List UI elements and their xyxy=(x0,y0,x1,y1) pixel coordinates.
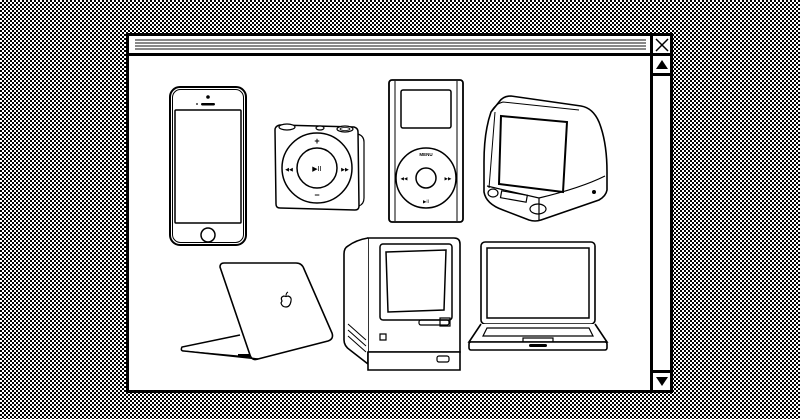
ipod-mini-icon: MENU ◀◀ ▶▶ ▶II xyxy=(387,78,465,224)
menu-label: MENU xyxy=(419,152,432,157)
play-label: ▶II xyxy=(423,199,429,205)
title-bar[interactable] xyxy=(129,36,650,56)
close-x-icon xyxy=(654,37,669,52)
volume-up-label: + xyxy=(314,136,319,146)
macintosh-icon xyxy=(340,234,466,372)
next-label: ▶▶ xyxy=(341,167,349,173)
next-label: ▶▶ xyxy=(445,177,452,182)
prev-label: ◀◀ xyxy=(401,177,408,182)
triangle-up-icon xyxy=(655,60,668,69)
prev-label: ◀◀ xyxy=(285,167,293,173)
vertical-scrollbar[interactable] xyxy=(650,56,670,390)
volume-down-label: − xyxy=(314,190,319,200)
macbook-air-icon xyxy=(178,255,338,361)
scroll-down-button[interactable] xyxy=(653,370,670,390)
app-window: + − ▶II ◀◀ ▶▶ MENU ◀◀ ▶▶ ▶II xyxy=(126,33,673,393)
scroll-track[interactable] xyxy=(653,76,670,370)
iphone-icon xyxy=(168,85,248,247)
play-pause-label: ▶II xyxy=(312,165,322,173)
title-bar-stripes xyxy=(135,39,646,50)
ipod-shuffle-icon: + − ▶II ◀◀ ▶▶ xyxy=(272,120,367,212)
window-content: + − ▶II ◀◀ ▶▶ MENU ◀◀ ▶▶ ▶II xyxy=(129,56,650,390)
imac-g3-icon xyxy=(481,92,611,224)
triangle-down-icon xyxy=(655,377,668,386)
close-button[interactable] xyxy=(650,36,670,56)
scroll-up-button[interactable] xyxy=(653,56,670,76)
macbook-icon xyxy=(465,238,611,354)
